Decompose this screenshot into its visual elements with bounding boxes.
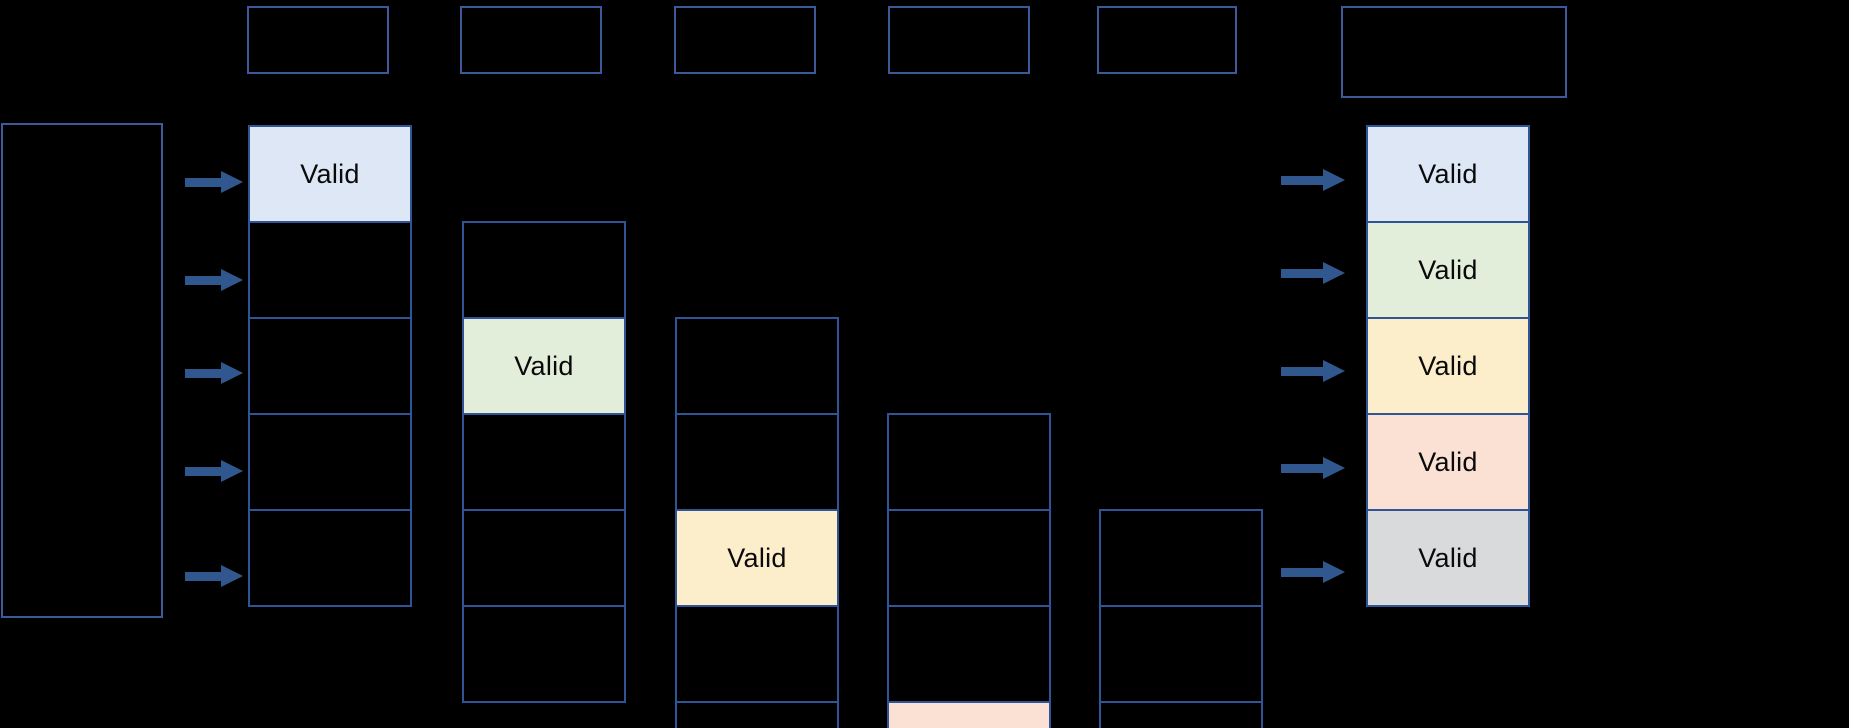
arrow-head-icon (1323, 360, 1345, 382)
diagram-title: Valid cell propagation diagram (0, 21, 1, 22)
header-box-6 (1341, 6, 1567, 98)
valid-cell: Valid (675, 509, 839, 607)
valid-cell: Valid (887, 701, 1051, 728)
empty-cell (887, 605, 1051, 703)
valid-cell: Valid (248, 125, 412, 223)
empty-cell (248, 221, 412, 319)
valid-cell: Valid (462, 317, 626, 415)
arrow-shaft (1281, 568, 1325, 577)
empty-cell (1099, 701, 1263, 728)
header-box-3 (674, 6, 816, 74)
arrow-head-icon (1323, 262, 1345, 284)
empty-cell (248, 413, 412, 511)
arrow-head-icon (221, 171, 243, 193)
arrow-shaft (1281, 464, 1325, 473)
arrow-head-icon (221, 269, 243, 291)
arrow-head-icon (1323, 457, 1345, 479)
empty-cell (462, 221, 626, 319)
empty-cell (248, 509, 412, 607)
arrow-shaft (1281, 367, 1325, 376)
header-box-1 (247, 6, 389, 74)
arrow-head-icon (1323, 561, 1345, 583)
arrow-head-icon (1323, 169, 1345, 191)
arrow-shaft (1281, 269, 1325, 278)
empty-cell (248, 317, 412, 415)
arrow-head-icon (221, 362, 243, 384)
arrow-shaft (185, 467, 223, 476)
header-box-5 (1097, 6, 1237, 74)
empty-cell (462, 413, 626, 511)
empty-cell (675, 413, 839, 511)
empty-cell (675, 605, 839, 703)
arrow-shaft (1281, 176, 1325, 185)
valid-cell: Valid (1366, 125, 1530, 223)
arrow-shaft (185, 178, 223, 187)
empty-cell (675, 317, 839, 415)
valid-cell: Valid (1366, 317, 1530, 415)
valid-cell: Valid (1366, 221, 1530, 319)
arrow-shaft (185, 276, 223, 285)
empty-cell (1099, 605, 1263, 703)
arrow-shaft (185, 369, 223, 378)
empty-cell (887, 509, 1051, 607)
empty-cell (887, 413, 1051, 511)
arrow-head-icon (221, 460, 243, 482)
source-box (1, 123, 163, 618)
valid-cell: Valid (1366, 413, 1530, 511)
empty-cell (462, 605, 626, 703)
header-box-4 (888, 6, 1030, 74)
empty-cell (675, 701, 839, 728)
empty-cell (462, 509, 626, 607)
valid-cell: Valid (1366, 509, 1530, 607)
arrow-head-icon (221, 565, 243, 587)
empty-cell (1099, 509, 1263, 607)
header-box-2 (460, 6, 602, 74)
arrow-shaft (185, 572, 223, 581)
